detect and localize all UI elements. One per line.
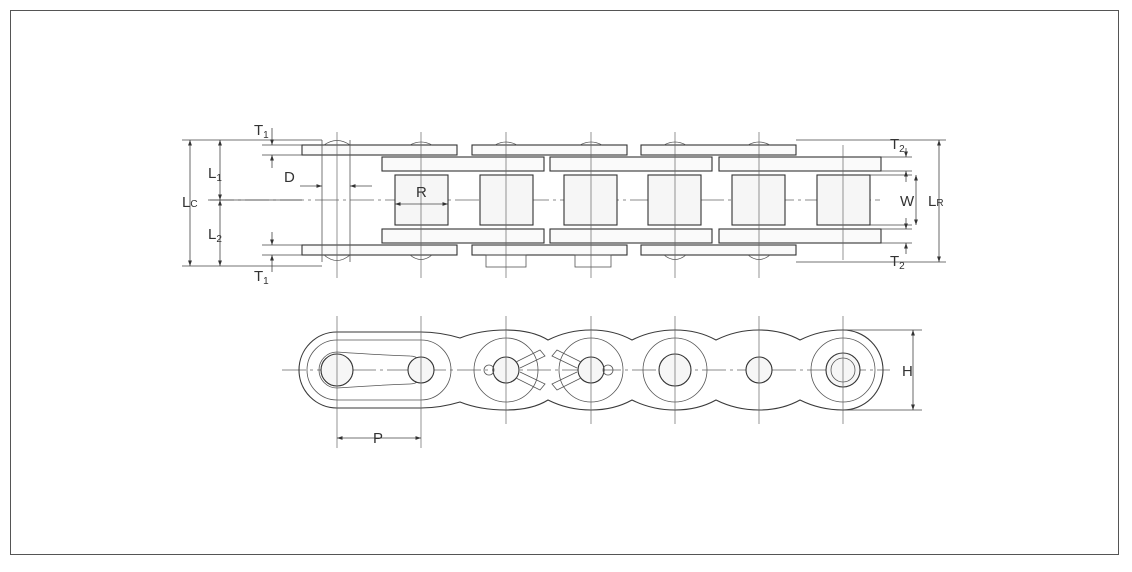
roller [394,174,449,226]
label-r: R [416,184,427,201]
label-d: D [284,169,295,186]
label-l1: L1 [208,165,222,184]
outer-plate-top [301,144,458,156]
inner-plate-bottom [381,228,545,244]
label-t2-bottom: T2 [890,253,905,272]
label-h: H [902,363,913,380]
label-lc: LC [182,194,198,211]
inner-plate-top [718,156,882,172]
inner-plate-bottom [718,228,882,244]
label-t1-bottom: T1 [254,268,269,287]
roller [563,174,618,226]
label-l2: L2 [208,226,222,245]
inner-plate-top [381,156,545,172]
outer-plate-bottom [301,244,458,256]
outer-plate-top [640,144,797,156]
drawing-frame [10,10,1119,555]
top-view: T1 L1 D R LC L2 T1 T2 W LR T2 [182,122,946,287]
label-w: W [900,193,915,210]
outer-plate-bottom [471,244,628,256]
roller [479,174,534,226]
label-t1-top: T1 [254,122,269,141]
inner-plate-bottom [549,228,713,244]
label-t2-top: T2 [890,136,905,155]
outer-plate-top [471,144,628,156]
label-p: P [373,430,383,447]
inner-plate-top [549,156,713,172]
outer-plate-bottom [640,244,797,256]
roller [731,174,786,226]
side-view: P H [282,316,922,448]
roller [816,174,871,226]
label-lr: LR [928,193,944,210]
roller [647,174,702,226]
